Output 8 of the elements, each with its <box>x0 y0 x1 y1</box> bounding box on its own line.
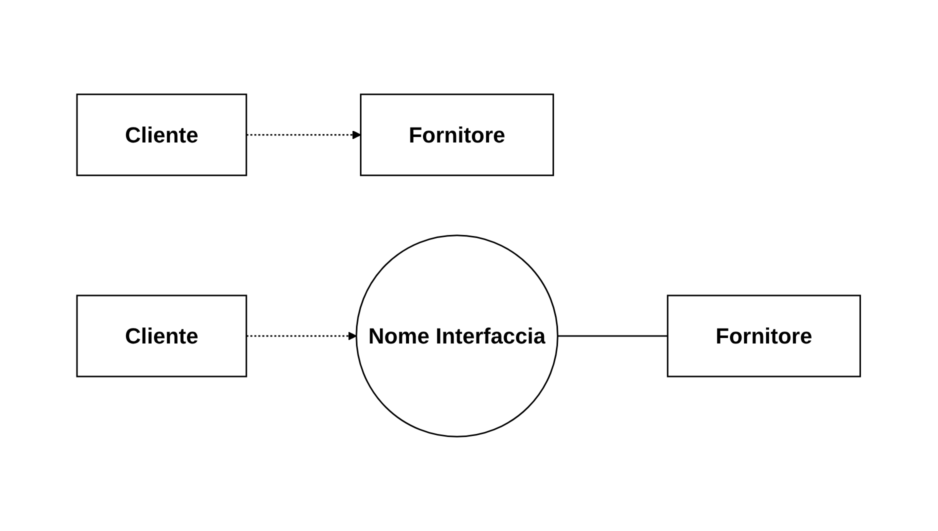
node-circle: Nome Interfaccia <box>356 234 559 438</box>
connector <box>558 335 668 337</box>
node-box: Cliente <box>76 294 248 378</box>
node-box: Fornitore <box>667 294 862 378</box>
arrow <box>246 130 362 140</box>
node-box: Cliente <box>76 94 248 176</box>
node-box: Fornitore <box>360 94 554 176</box>
arrow <box>246 332 358 340</box>
